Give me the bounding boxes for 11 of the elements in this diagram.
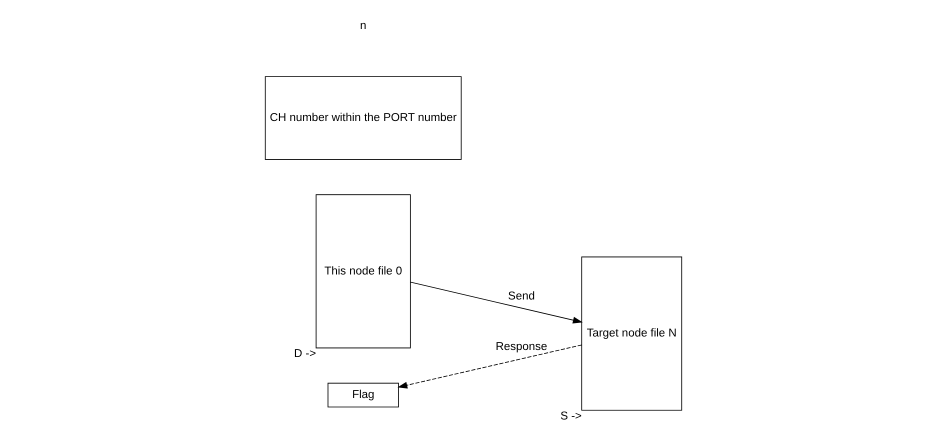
label: n bbox=[360, 20, 366, 32]
node-label: S -> bbox=[560, 410, 582, 422]
node-box: CH number within the PORT number bbox=[264, 76, 462, 160]
node-box: Target node file N bbox=[580, 256, 682, 411]
arrow bbox=[410, 282, 582, 324]
arrow bbox=[396, 344, 582, 389]
node-label: D -> bbox=[294, 348, 316, 360]
node-box: This node file 0 bbox=[315, 194, 410, 348]
edge-label: Response bbox=[495, 341, 547, 354]
node-box: Flag bbox=[327, 382, 398, 408]
edge-label: Send bbox=[508, 290, 534, 302]
